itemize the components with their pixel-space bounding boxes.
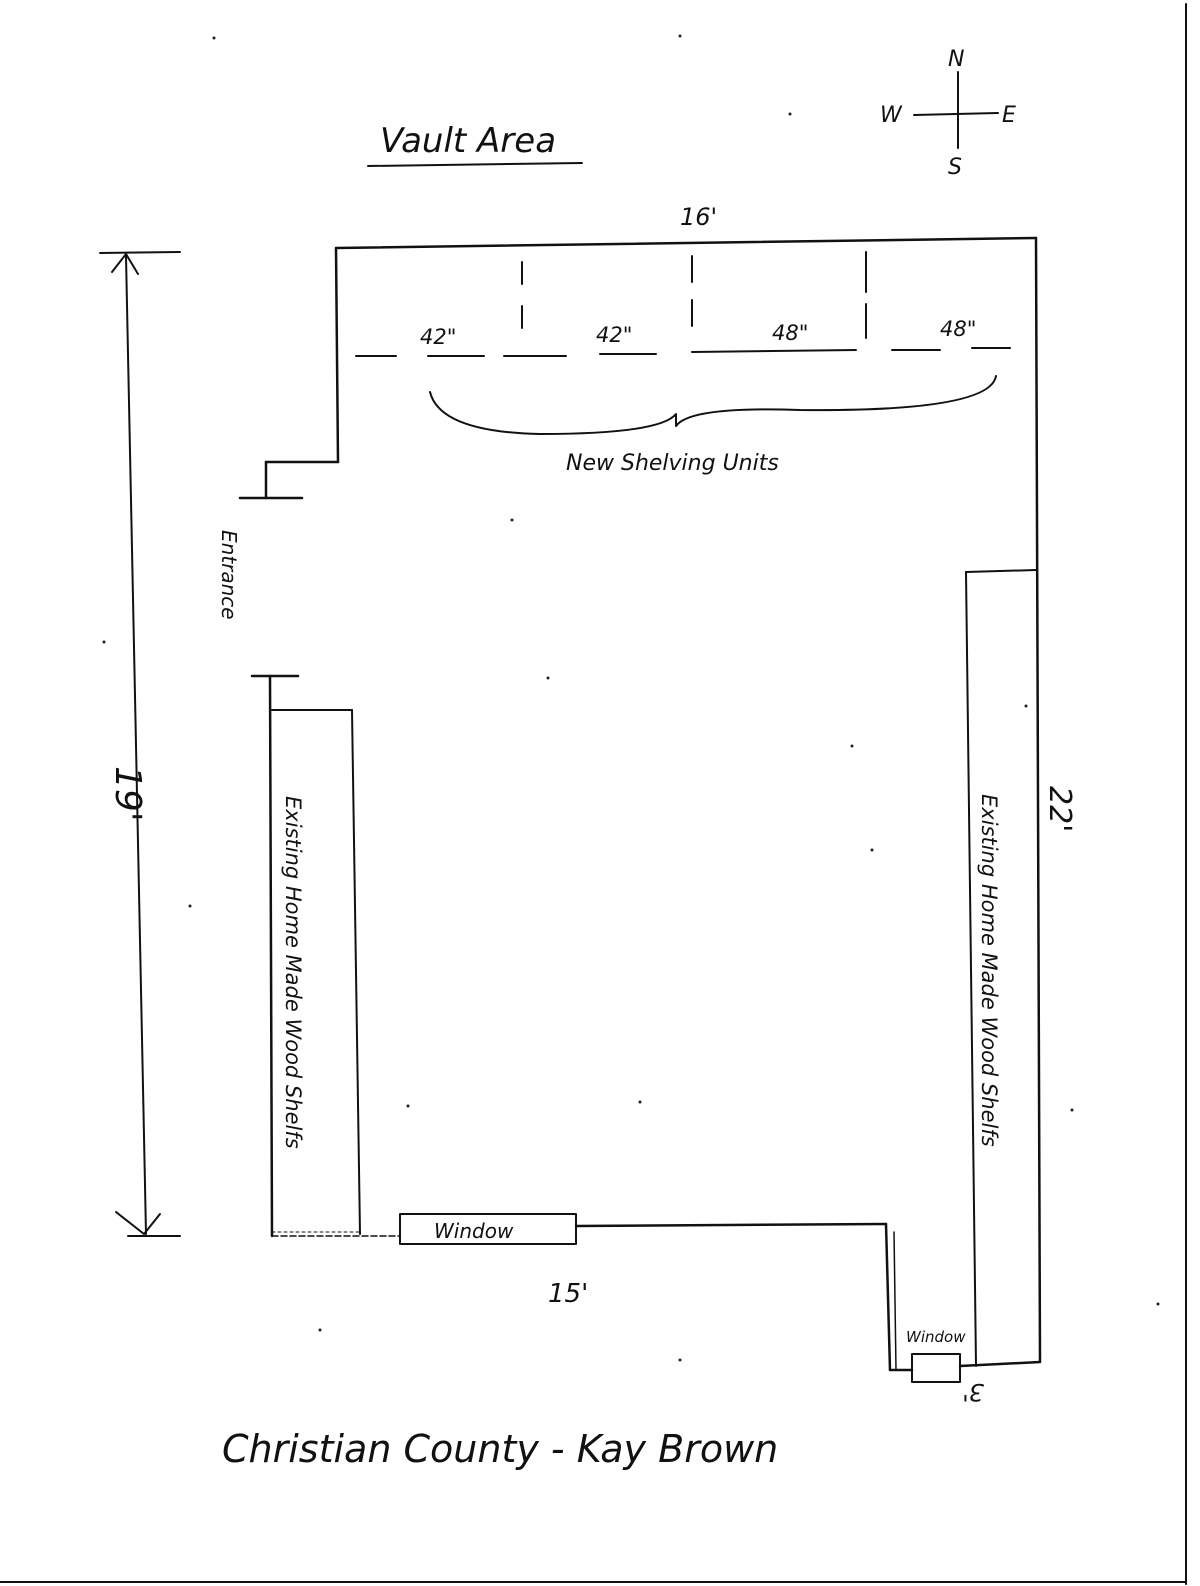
dimension-right-height: 22': [1042, 786, 1077, 832]
compass-rose-icon: N S E W: [880, 47, 1016, 180]
new-shelving-units: 42" 42" 48" 48" New Shelving Units: [355, 251, 1011, 476]
shelf-unit-3: 48": [772, 321, 808, 345]
dimension-left-arrow: 19': [99, 251, 181, 1237]
room-outline: [238, 236, 1042, 1372]
window-bottom-label: Window: [434, 1219, 514, 1243]
compass-east: E: [1002, 103, 1016, 128]
shelf-unit-2: 42": [596, 323, 632, 347]
shelving-label: New Shelving Units: [566, 451, 779, 476]
existing-shelves-left: Existing Home Made Wood Shelfs: [271, 709, 361, 1235]
compass-south: S: [948, 155, 962, 180]
page-title: Vault Area: [380, 121, 556, 161]
dimension-left-height: 19': [107, 766, 148, 822]
shelving-brace: [429, 375, 997, 435]
entrance-label: Entrance: [217, 530, 241, 620]
scan-specks: [102, 34, 1160, 1362]
window-corner-label: Window: [906, 1328, 966, 1346]
dimension-top-width: 16': [680, 203, 717, 231]
page-edges: [0, 3, 1187, 1585]
existing-shelves-right: Existing Home Made Wood Shelfs: [965, 569, 1037, 1367]
window-bottom: Window: [399, 1213, 577, 1245]
shelf-unit-4: 48": [940, 317, 976, 341]
title-underline: [367, 162, 583, 167]
compass-north: N: [948, 47, 964, 72]
dimension-bottom-width: 15': [548, 1279, 588, 1309]
window-corner: Window: [906, 1328, 966, 1383]
existing-shelves-left-label: Existing Home Made Wood Shelfs: [281, 796, 305, 1149]
footer-caption: Christian County - Kay Brown: [222, 1427, 778, 1471]
compass-west: W: [880, 103, 903, 128]
existing-shelves-right-label: Existing Home Made Wood Shelfs: [977, 794, 1001, 1147]
shelf-unit-1: 42": [420, 325, 456, 349]
dimension-corner-small: 3': [962, 1378, 984, 1406]
